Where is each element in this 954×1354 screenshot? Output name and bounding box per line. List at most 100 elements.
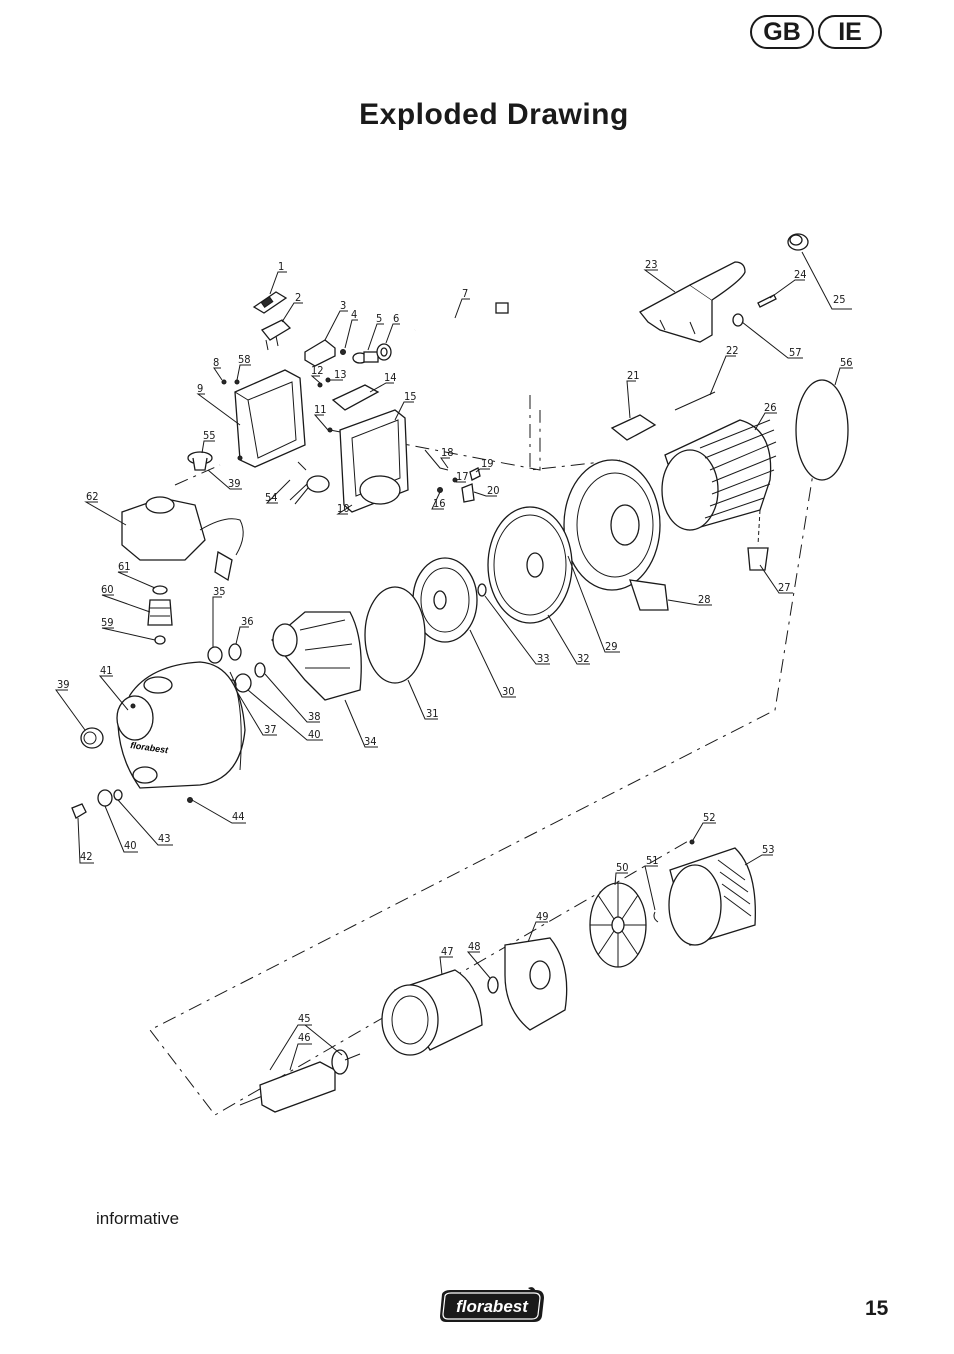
part-label-44: 44 [232,810,245,823]
part-screw [221,379,227,385]
part-label-22: 22 [726,344,739,357]
part-label-9: 9 [197,382,203,395]
part-fan-cover [668,847,756,946]
part-pressure-switch-parts [424,449,481,503]
assembly-axis-line [529,395,621,471]
part-end-shield [504,937,568,1031]
part-label-5: 5 [376,312,382,325]
part-large-gasket [795,379,849,481]
page-number: 15 [865,1297,889,1320]
part-label-60: 60 [101,583,114,596]
part-label-48: 48 [468,940,481,953]
part-diffuser-plate [487,506,573,624]
part-stator [381,969,483,1056]
part-label-3: 3 [340,299,346,312]
part-label-13: 13 [334,368,347,381]
part-label-50: 50 [616,861,629,874]
part-screw [340,349,346,355]
part-ring [487,976,499,994]
part-fan [589,882,647,968]
part-label-40: 40 [308,728,321,741]
part-label-24: 24 [794,268,807,281]
part-control-box-cover [234,369,306,468]
part-motor-flange [563,459,669,611]
part-control-housing [339,409,409,513]
part-plug [787,233,809,251]
part-label-58: 58 [238,353,251,366]
part-label-31: 31 [426,707,439,720]
part-label-35: 35 [213,585,226,598]
part-handle [639,261,746,343]
part-switch [260,319,292,351]
part-ring [254,662,266,678]
language-badges: GB IE [750,15,882,49]
part-label-32: 32 [577,652,590,665]
part-switch-cover [252,291,288,314]
part-label-42: 42 [80,850,93,863]
part-fitting [147,599,173,626]
part-label-57: 57 [789,346,802,359]
part-label-26: 26 [764,401,777,414]
part-rotor-shaft [239,1049,361,1113]
assembly-axis-line [149,429,821,1116]
language-badge-gb: GB [750,15,814,49]
part-label-49: 49 [536,910,549,923]
part-label-61: 61 [118,560,131,573]
part-cable-gland [352,351,379,364]
part-label-56: 56 [840,356,853,369]
part-label-51: 51 [646,854,659,867]
part-large-o-ring [364,586,426,684]
part-label-17: 17 [456,470,469,483]
part-rod [674,391,716,411]
florabest-logo: florabest [440,1287,544,1322]
part-label-36: 36 [241,615,254,628]
part-label-46: 46 [298,1031,311,1044]
part-label-55: 55 [203,429,216,442]
part-screw [234,379,240,385]
part-label-41: 41 [100,664,113,677]
part-screw [237,455,243,461]
part-label-19: 19 [481,457,494,470]
footnote: informative [96,1209,180,1228]
part-label-30: 30 [502,685,515,698]
part-labels: 1 2 3 4 5 6 7 8 58 9 12 13 14 11 15 55 3… [55,251,853,1071]
part-label-33: 33 [537,652,550,665]
language-badge-ie: IE [818,15,882,49]
part-ring [152,585,168,595]
part-label-53: 53 [762,843,775,856]
part-capacitor [289,461,330,505]
part-label-8: 8 [213,356,219,369]
part-label-62: 62 [86,490,99,503]
brand-name: florabest [456,1297,529,1316]
exploded-drawing: florabest [55,233,853,1116]
part-label-20: 20 [487,484,500,497]
part-nut [376,343,392,361]
part-label-11: 11 [314,403,327,416]
part-pressure-control-unit [121,496,244,582]
part-label-10: 10 [337,502,350,515]
part-screw [130,703,136,709]
part-screw [689,839,695,845]
part-label-21: 21 [627,369,640,382]
part-impeller [412,557,478,643]
part-label-34: 34 [364,735,377,748]
part-label-25: 25 [833,293,846,306]
part-label-18: 18 [441,446,454,459]
part-power-cable [414,302,509,332]
part-label-6: 6 [393,312,399,325]
part-label-47: 47 [441,945,454,958]
part-screw [327,427,333,433]
part-drain-plug [187,451,213,471]
assembly-axis-line [174,464,221,486]
part-plug [80,727,104,749]
part-label-29: 29 [605,640,618,653]
part-terminal-block [304,339,336,367]
part-ring [207,646,223,664]
part-pump-housing: florabest [116,661,246,789]
part-label-39: 39 [57,678,70,691]
part-label-28: 28 [698,593,711,606]
part-label-43: 43 [158,832,171,845]
part-bracket [747,509,769,571]
part-label-14: 14 [384,371,397,384]
part-screw [317,382,323,388]
